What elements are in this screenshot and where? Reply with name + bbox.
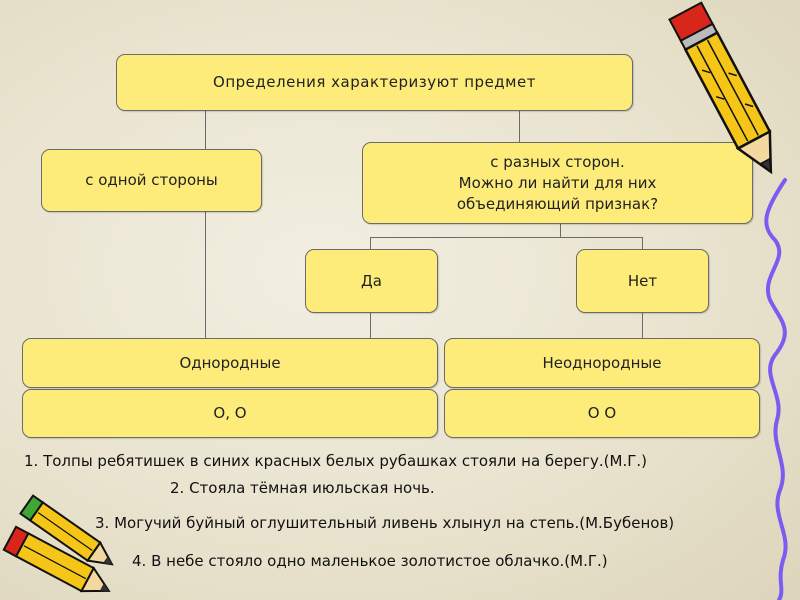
different-sides-line-1: с разных сторон. bbox=[490, 152, 625, 171]
different-sides-box: с разных сторон. Можно ли найти для них … bbox=[362, 142, 753, 224]
homogeneous-box: Однородные bbox=[22, 338, 438, 388]
homogeneous-label: Однородные bbox=[179, 353, 281, 372]
root-box: Определения характеризуют предмет bbox=[116, 54, 633, 111]
sentence-3: 3. Могучий буйный оглушительный ливень х… bbox=[95, 514, 675, 532]
no-box: Нет bbox=[576, 249, 709, 313]
heterogeneous-box: Неоднородные bbox=[444, 338, 760, 388]
connector-split-down bbox=[560, 223, 561, 237]
connector-one-side-down bbox=[205, 211, 206, 339]
connector-root-down-right bbox=[519, 110, 520, 143]
heterogeneous-scheme-box: О О bbox=[444, 389, 760, 438]
pencils-icon bbox=[2, 494, 114, 593]
heterogeneous-scheme-label: О О bbox=[587, 404, 617, 422]
yes-box: Да bbox=[305, 249, 438, 313]
root-label: Определения характеризуют предмет bbox=[213, 73, 536, 91]
connector-root-down-left bbox=[205, 110, 206, 150]
connector-split-horizontal bbox=[370, 237, 643, 238]
one-side-box: с одной стороны bbox=[41, 149, 262, 212]
connector-yes-up bbox=[370, 237, 371, 250]
pencil-icon bbox=[668, 1, 773, 175]
sentence-4: 4. В небе стояло одно маленькое золотист… bbox=[132, 552, 608, 570]
squiggle-line-icon bbox=[764, 178, 788, 600]
no-label: Нет bbox=[627, 271, 658, 290]
one-side-label: с одной стороны bbox=[85, 171, 218, 189]
heterogeneous-label: Неоднородные bbox=[542, 353, 662, 372]
different-sides-line-2: Можно ли найти для них bbox=[458, 173, 657, 192]
connector-no-down bbox=[642, 312, 643, 339]
sentence-2: 2. Стояла тёмная июльская ночь. bbox=[170, 479, 435, 497]
homogeneous-scheme-box: О, О bbox=[22, 389, 438, 438]
homogeneous-scheme-label: О, О bbox=[213, 404, 247, 422]
connector-yes-down bbox=[370, 312, 371, 339]
sentence-1: 1. Толпы ребятишек в синих красных белых… bbox=[24, 452, 647, 470]
connector-no-up bbox=[642, 237, 643, 250]
different-sides-line-3: объединяющий признак? bbox=[456, 194, 659, 213]
yes-label: Да bbox=[361, 271, 382, 290]
